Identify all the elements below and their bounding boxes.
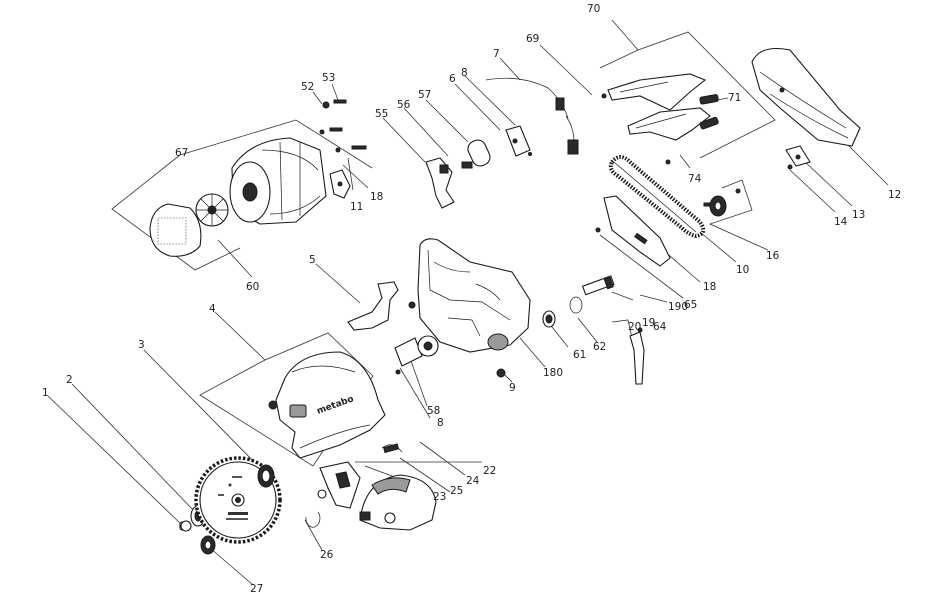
label-14: 14 — [834, 216, 848, 228]
part-10-belt — [608, 155, 706, 239]
part-11-bracket — [329, 169, 351, 199]
part-58-plate — [394, 337, 423, 375]
label-58: 58 — [427, 405, 440, 417]
part-6-switch — [505, 125, 532, 157]
part-labels: 1 2 3 4 5 6 7 8 8 9 10 11 12 13 14 16 18… — [42, 3, 901, 595]
label-6: 6 — [449, 73, 456, 85]
label-24: 24 — [466, 475, 480, 487]
label-67: 67 — [175, 147, 188, 159]
part-180-main-housing — [417, 238, 531, 357]
label-27: 27 — [250, 583, 263, 595]
label-8b: 8 — [437, 417, 444, 429]
label-8a: 8 — [461, 67, 468, 79]
label-26: 26 — [320, 549, 334, 561]
part-9-nut — [496, 368, 506, 378]
label-20: 20 — [628, 321, 641, 333]
label-53: 53 — [322, 72, 335, 84]
label-180: 180 — [543, 367, 563, 379]
saw-blade — [194, 456, 282, 544]
part-16-pulley — [703, 188, 741, 217]
label-2: 2 — [66, 374, 73, 386]
label-70: 70 — [587, 3, 600, 15]
part-26-circlip — [305, 511, 321, 528]
part-62-circlip — [569, 296, 583, 314]
label-69: 69 — [526, 33, 539, 45]
label-5: 5 — [309, 254, 316, 266]
label-1: 1 — [42, 387, 49, 399]
label-23: 23 — [433, 491, 446, 503]
label-65: 65 — [684, 299, 697, 311]
label-22: 22 — [483, 465, 496, 477]
label-7: 7 — [493, 48, 500, 60]
label-19: 19 — [642, 317, 655, 329]
label-11: 11 — [350, 201, 363, 213]
label-55: 55 — [375, 108, 388, 120]
part-27-nut — [200, 535, 216, 555]
part-3-inner-flange — [257, 464, 275, 488]
label-4: 4 — [209, 303, 216, 315]
label-16: 16 — [766, 250, 780, 262]
part-61-bearing — [542, 310, 556, 328]
part-4-upper-guard: metabo — [268, 351, 386, 459]
label-64: 64 — [653, 321, 667, 333]
motor-fan — [195, 193, 229, 227]
part-23-lower-guard — [359, 474, 437, 531]
part-13-plate — [785, 145, 811, 170]
part-24-riving-knife — [317, 443, 403, 509]
label-18a: 18 — [370, 191, 383, 203]
label-61: 61 — [573, 349, 586, 361]
label-3: 3 — [138, 339, 145, 351]
part-5-lever — [347, 281, 416, 331]
label-60: 60 — [246, 281, 259, 293]
part-52-53-screws — [319, 99, 367, 153]
label-25: 25 — [450, 485, 463, 497]
label-71: 71 — [728, 92, 741, 104]
label-52: 52 — [301, 81, 314, 93]
part-55-switch-lever — [425, 157, 455, 209]
part-65-guard-plate — [595, 195, 671, 267]
part-70-handle — [601, 73, 719, 165]
leader-lines — [47, 19, 889, 586]
label-18b: 18 — [703, 281, 716, 293]
label-10: 10 — [736, 264, 749, 276]
part-60-motor-cap — [149, 203, 202, 257]
part-57-capacitor — [461, 139, 491, 169]
label-74: 74 — [688, 173, 702, 185]
label-57: 57 — [418, 89, 431, 101]
part-64-shaft — [581, 275, 615, 296]
label-62: 62 — [593, 341, 606, 353]
part-67-motor — [229, 137, 327, 225]
part-7-cable — [485, 77, 579, 155]
label-190: 190 — [668, 301, 688, 313]
part-1-flange-bolt — [179, 520, 192, 532]
part-20-handle-lever — [629, 327, 645, 385]
label-12: 12 — [888, 189, 901, 201]
label-13: 13 — [852, 209, 865, 221]
part-12-belt-cover — [751, 47, 861, 147]
label-9: 9 — [509, 382, 516, 394]
label-56: 56 — [397, 99, 411, 111]
